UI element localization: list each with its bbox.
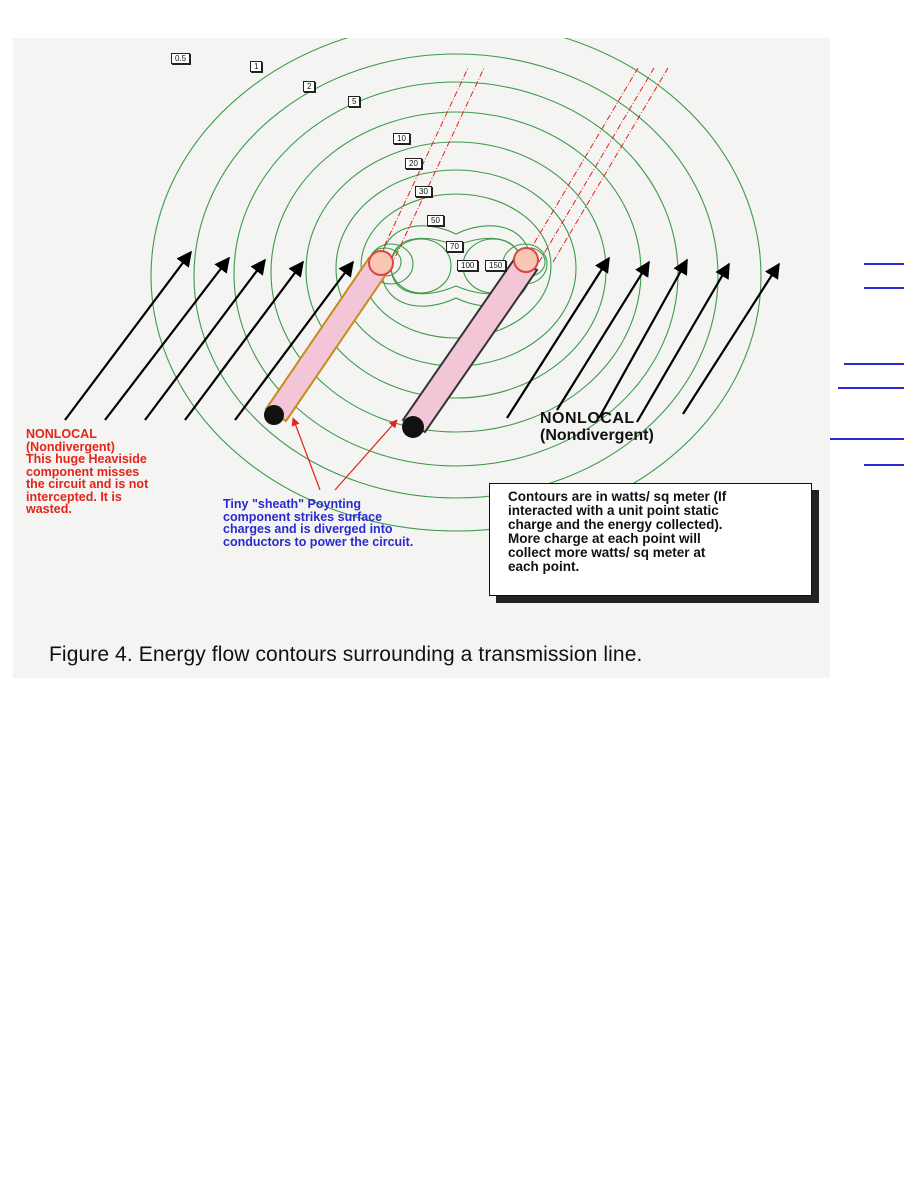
contour-2 xyxy=(233,81,679,467)
sheath-pointer-right xyxy=(334,419,398,491)
conductor-left-end-far xyxy=(368,250,394,276)
heaviside-arrow xyxy=(234,260,354,421)
note-line: the circuit and is not xyxy=(26,477,149,491)
contour-diagram xyxy=(64,38,780,532)
nonlocal-right-note: NONLOCAL (Nondivergent) xyxy=(540,410,654,444)
figure-caption: Figure 4. Energy flow contours surroundi… xyxy=(49,643,643,666)
contour-label: 2 xyxy=(303,81,316,92)
heaviside-arrow xyxy=(598,258,688,419)
conductor-right xyxy=(401,247,539,438)
sheath-line xyxy=(552,67,669,263)
transmission-line-figure: 0.5 1 2 5 10 20 30 50 70 100 150 NONLOCA… xyxy=(13,38,830,678)
heaviside-arrow xyxy=(636,262,730,423)
side-link[interactable] xyxy=(830,438,904,440)
contour-label: 10 xyxy=(393,133,410,144)
conductor-right-end-far xyxy=(513,247,539,273)
info-line: collect more watts/ sq meter at xyxy=(508,545,706,560)
side-link[interactable] xyxy=(838,387,904,389)
sheath-pointer-left xyxy=(291,417,321,491)
conductor-left-end-near xyxy=(264,405,284,425)
note-line: Tiny "sheath" Poynting xyxy=(223,497,362,511)
heaviside-arrow xyxy=(144,258,266,421)
conductor-left-body xyxy=(264,256,391,423)
note-line: charges and is diverged into xyxy=(223,522,393,536)
heaviside-arrows-left xyxy=(64,250,354,421)
note-line: component misses xyxy=(26,464,140,479)
contour-0-5 xyxy=(150,38,762,532)
contour-label: 20 xyxy=(405,158,422,169)
conductor-right-end-near xyxy=(402,416,424,438)
sheath-field-lines xyxy=(374,67,669,267)
heaviside-arrow xyxy=(184,260,304,421)
nonlocal-left-note: NONLOCAL (Nondivergent) This huge Heavis… xyxy=(26,428,216,516)
side-link[interactable] xyxy=(864,464,904,466)
side-link[interactable] xyxy=(844,363,904,365)
contour-30 xyxy=(360,193,552,339)
sheath-line xyxy=(390,67,485,267)
contour-label: 100 xyxy=(457,260,479,271)
note-subtitle: (Nondivergent) xyxy=(540,427,654,444)
heaviside-arrows-right xyxy=(506,256,780,423)
note-title: NONLOCAL xyxy=(26,427,97,441)
note-line: conductors to power the circuit. xyxy=(223,534,414,549)
contour-label: 30 xyxy=(415,186,432,197)
info-line: charge and the energy collected). xyxy=(508,517,723,532)
units-info-box: Contours are in watts/ sq meter (If inte… xyxy=(489,483,812,596)
sheath-note: Tiny "sheath" Poynting component strikes… xyxy=(223,498,463,548)
info-line: each point. xyxy=(508,559,580,574)
info-line: More charge at each point will xyxy=(508,531,701,546)
sheath-line xyxy=(374,67,469,267)
note-line: wasted. xyxy=(26,502,72,516)
note-subtitle: (Nondivergent) xyxy=(26,439,115,454)
note-line: intercepted. It is xyxy=(26,489,122,504)
heaviside-arrow xyxy=(682,262,780,415)
contour-label: 1 xyxy=(250,61,263,72)
contour-label: 150 xyxy=(485,260,507,271)
info-line: Contours are in watts/ sq meter (If xyxy=(508,489,727,504)
info-line: interacted with a unit point static xyxy=(508,503,719,518)
conductor-left xyxy=(264,250,394,425)
contour-label: 0.5 xyxy=(171,53,191,64)
heaviside-arrow xyxy=(506,256,610,419)
heaviside-arrow xyxy=(64,250,192,421)
heaviside-arrow xyxy=(104,256,230,421)
side-link[interactable] xyxy=(864,263,904,265)
sheath-line xyxy=(538,67,655,263)
note-title: NONLOCAL xyxy=(540,410,635,427)
contour-label: 70 xyxy=(446,241,463,252)
side-link[interactable] xyxy=(864,287,904,289)
sheath-line xyxy=(522,67,639,263)
contour-label: 50 xyxy=(427,215,444,226)
note-line: component strikes surface xyxy=(223,509,383,524)
contour-label: 5 xyxy=(348,96,361,107)
note-line: This huge Heaviside xyxy=(26,452,147,466)
heaviside-arrow xyxy=(556,260,650,411)
contour-lines xyxy=(150,38,762,532)
sheath-pointers xyxy=(291,417,398,491)
